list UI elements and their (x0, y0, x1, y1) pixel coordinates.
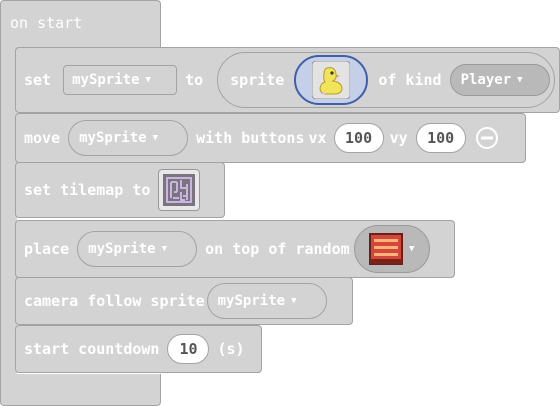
to-label: to (185, 71, 204, 89)
seconds-label: (s) (217, 340, 245, 358)
vx-label: vx (308, 129, 327, 147)
vx-input[interactable]: 100 (333, 123, 384, 153)
camera-variable-dropdown[interactable]: mySprite ▼ (206, 283, 327, 319)
kind-value: Player (460, 72, 512, 88)
duck-sprite-icon (312, 61, 351, 99)
camera-follow-block[interactable]: camera follow sprite mySprite ▼ (15, 277, 353, 325)
chevron-down-icon: ▼ (408, 244, 415, 254)
place-variable-value: mySprite (88, 241, 156, 257)
start-countdown-label: start countdown (24, 340, 160, 358)
on-start-c-bottom (0, 374, 161, 406)
move-with-buttons-block[interactable]: move mySprite ▼ with buttons vx 100 vy 1… (15, 113, 526, 163)
set-variable-dropdown[interactable]: mySprite ▼ (63, 65, 178, 95)
kind-dropdown[interactable]: Player ▼ (449, 64, 550, 96)
move-variable-dropdown[interactable]: mySprite ▼ (68, 120, 189, 156)
with-buttons-label: with buttons (196, 129, 305, 147)
vy-label: vy (389, 129, 408, 147)
camera-follow-label: camera follow sprite (24, 292, 205, 310)
chevron-down-icon: ▼ (517, 75, 523, 85)
chevron-down-icon: ▼ (161, 244, 168, 254)
on-start-c-arm (0, 47, 17, 377)
tilemap-picker[interactable] (158, 169, 201, 211)
set-tilemap-label: set tilemap to (24, 181, 151, 199)
chevron-down-icon: ▼ (291, 296, 297, 306)
set-label: set (24, 71, 52, 89)
on-start-hat-block[interactable]: on start (0, 0, 161, 48)
of-kind-label: of kind (378, 71, 442, 89)
tile-image-icon (368, 233, 403, 265)
place-variable-dropdown[interactable]: mySprite ▼ (77, 231, 198, 267)
sprite-of-kind-block[interactable]: sprite of kind Player ▼ (217, 52, 556, 108)
chevron-down-icon: ▼ (152, 133, 158, 143)
remove-minus-icon[interactable] (475, 127, 498, 149)
tile-picker[interactable]: ▼ (353, 225, 430, 273)
move-variable-value: mySprite (79, 130, 147, 146)
on-start-label: on start (10, 14, 83, 32)
tilemap-maze-icon (163, 174, 196, 206)
place-label: place (24, 240, 70, 258)
countdown-input[interactable]: 10 (167, 334, 210, 364)
sprite-label: sprite (230, 71, 285, 89)
place-on-random-block[interactable]: place mySprite ▼ on top of random ▼ (15, 220, 455, 278)
set-sprite-block[interactable]: set mySprite ▼ to sprite of kind Player … (15, 47, 560, 113)
sprite-image-picker[interactable] (294, 55, 369, 105)
vy-input[interactable]: 100 (415, 123, 466, 153)
start-countdown-block[interactable]: start countdown 10 (s) (15, 325, 262, 373)
camera-variable-value: mySprite (217, 293, 286, 309)
set-variable-value: mySprite (72, 72, 140, 88)
move-label: move (24, 129, 61, 147)
chevron-down-icon: ▼ (145, 75, 151, 85)
on-top-of-random-label: on top of random (205, 240, 350, 258)
set-tilemap-block[interactable]: set tilemap to (15, 162, 225, 218)
